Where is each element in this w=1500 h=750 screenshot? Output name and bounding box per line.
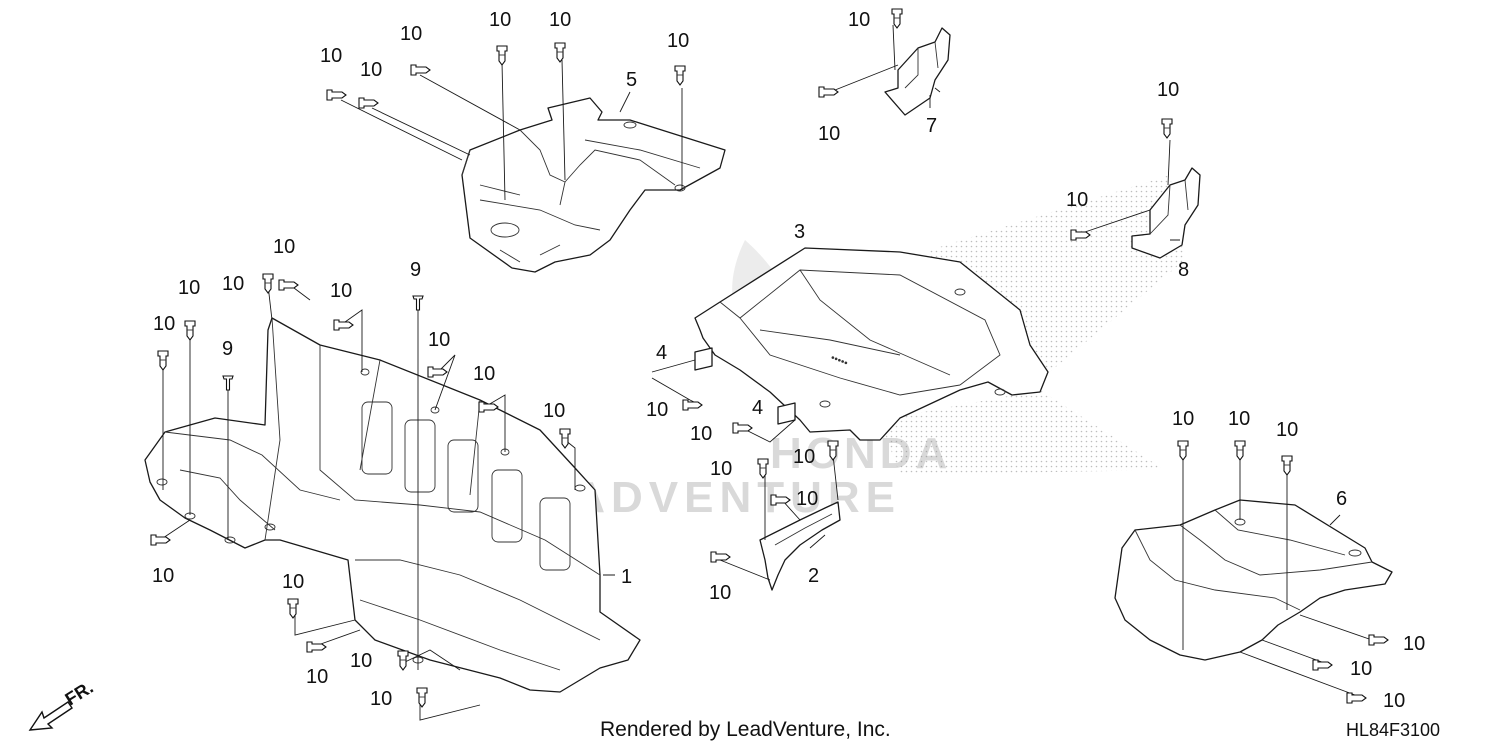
callout-part-10: 10 (793, 446, 815, 468)
callout-part-4a: 4 (656, 342, 667, 364)
callout-part-10: 10 (1403, 633, 1425, 655)
part-8-bracket (1131, 167, 1201, 259)
callout-part-1: 1 (621, 566, 632, 588)
callout-part-10: 10 (1276, 419, 1298, 441)
callout-part-10: 10 (360, 59, 382, 81)
callout-part-10: 10 (1172, 408, 1194, 430)
callout-part-10: 10 (330, 280, 352, 302)
callout-part-10: 10 (690, 423, 712, 445)
part-5-cover (461, 97, 726, 273)
callout-part-3: 3 (794, 221, 805, 243)
callout-part-10: 10 (473, 363, 495, 385)
callout-part-8: 8 (1178, 259, 1189, 281)
callout-part-10: 10 (222, 273, 244, 295)
callout-part-10: 10 (848, 9, 870, 31)
diagram-code: HL84F3100 (1346, 720, 1441, 740)
callout-part-4b: 4 (752, 397, 763, 419)
callout-part-10: 10 (306, 666, 328, 688)
callout-part-10: 10 (1157, 79, 1179, 101)
callout-part-10: 10 (543, 400, 565, 422)
callout-part-6: 6 (1336, 488, 1347, 510)
part-4-plates (694, 347, 796, 425)
stipple-shade-lower (880, 390, 1165, 475)
callout-part-9b: 9 (222, 338, 233, 360)
callout-part-10: 10 (710, 458, 732, 480)
part-6-cover (1114, 499, 1393, 661)
callout-part-10: 10 (1228, 408, 1250, 430)
callout-part-9a: 9 (410, 259, 421, 281)
callout-part-10: 10 (320, 45, 342, 67)
front-arrow-icon (28, 701, 73, 731)
callout-part-10: 10 (667, 30, 689, 52)
callout-part-10: 10 (273, 236, 295, 258)
callout-part-10: 10 (489, 9, 511, 31)
callout-part-10: 10 (153, 313, 175, 335)
callout-part-10: 10 (152, 565, 174, 587)
callout-part-10: 10 (428, 329, 450, 351)
callout-part-2: 2 (808, 565, 819, 587)
part-3-skid-plate: ••••• (694, 247, 1049, 441)
callout-part-7: 7 (926, 115, 937, 137)
callout-part-5: 5 (626, 69, 637, 91)
front-direction-indicator: FR. (28, 677, 97, 731)
callout-labels: 1 2 3 4 4 5 6 7 8 9 9 10 10 10 10 10 10 … (152, 9, 1425, 712)
callout-part-10: 10 (282, 571, 304, 593)
footer-credit: Rendered by LeadVenture, Inc. (600, 718, 891, 741)
callout-part-10: 10 (1350, 658, 1372, 680)
callout-part-10: 10 (178, 277, 200, 299)
callout-part-10: 10 (1383, 690, 1405, 712)
callout-part-10: 10 (370, 688, 392, 710)
callout-part-10: 10 (400, 23, 422, 45)
callout-part-10: 10 (549, 9, 571, 31)
part-2-stay (759, 501, 841, 591)
callout-part-10: 10 (350, 650, 372, 672)
callout-part-10: 10 (646, 399, 668, 421)
part-1-guard (144, 317, 641, 693)
callout-part-10: 10 (796, 488, 818, 510)
part-7-bracket (884, 27, 951, 116)
callout-part-10: 10 (818, 123, 840, 145)
callout-part-10: 10 (709, 582, 731, 604)
leader-lines (159, 24, 1373, 721)
callout-part-10: 10 (1066, 189, 1088, 211)
